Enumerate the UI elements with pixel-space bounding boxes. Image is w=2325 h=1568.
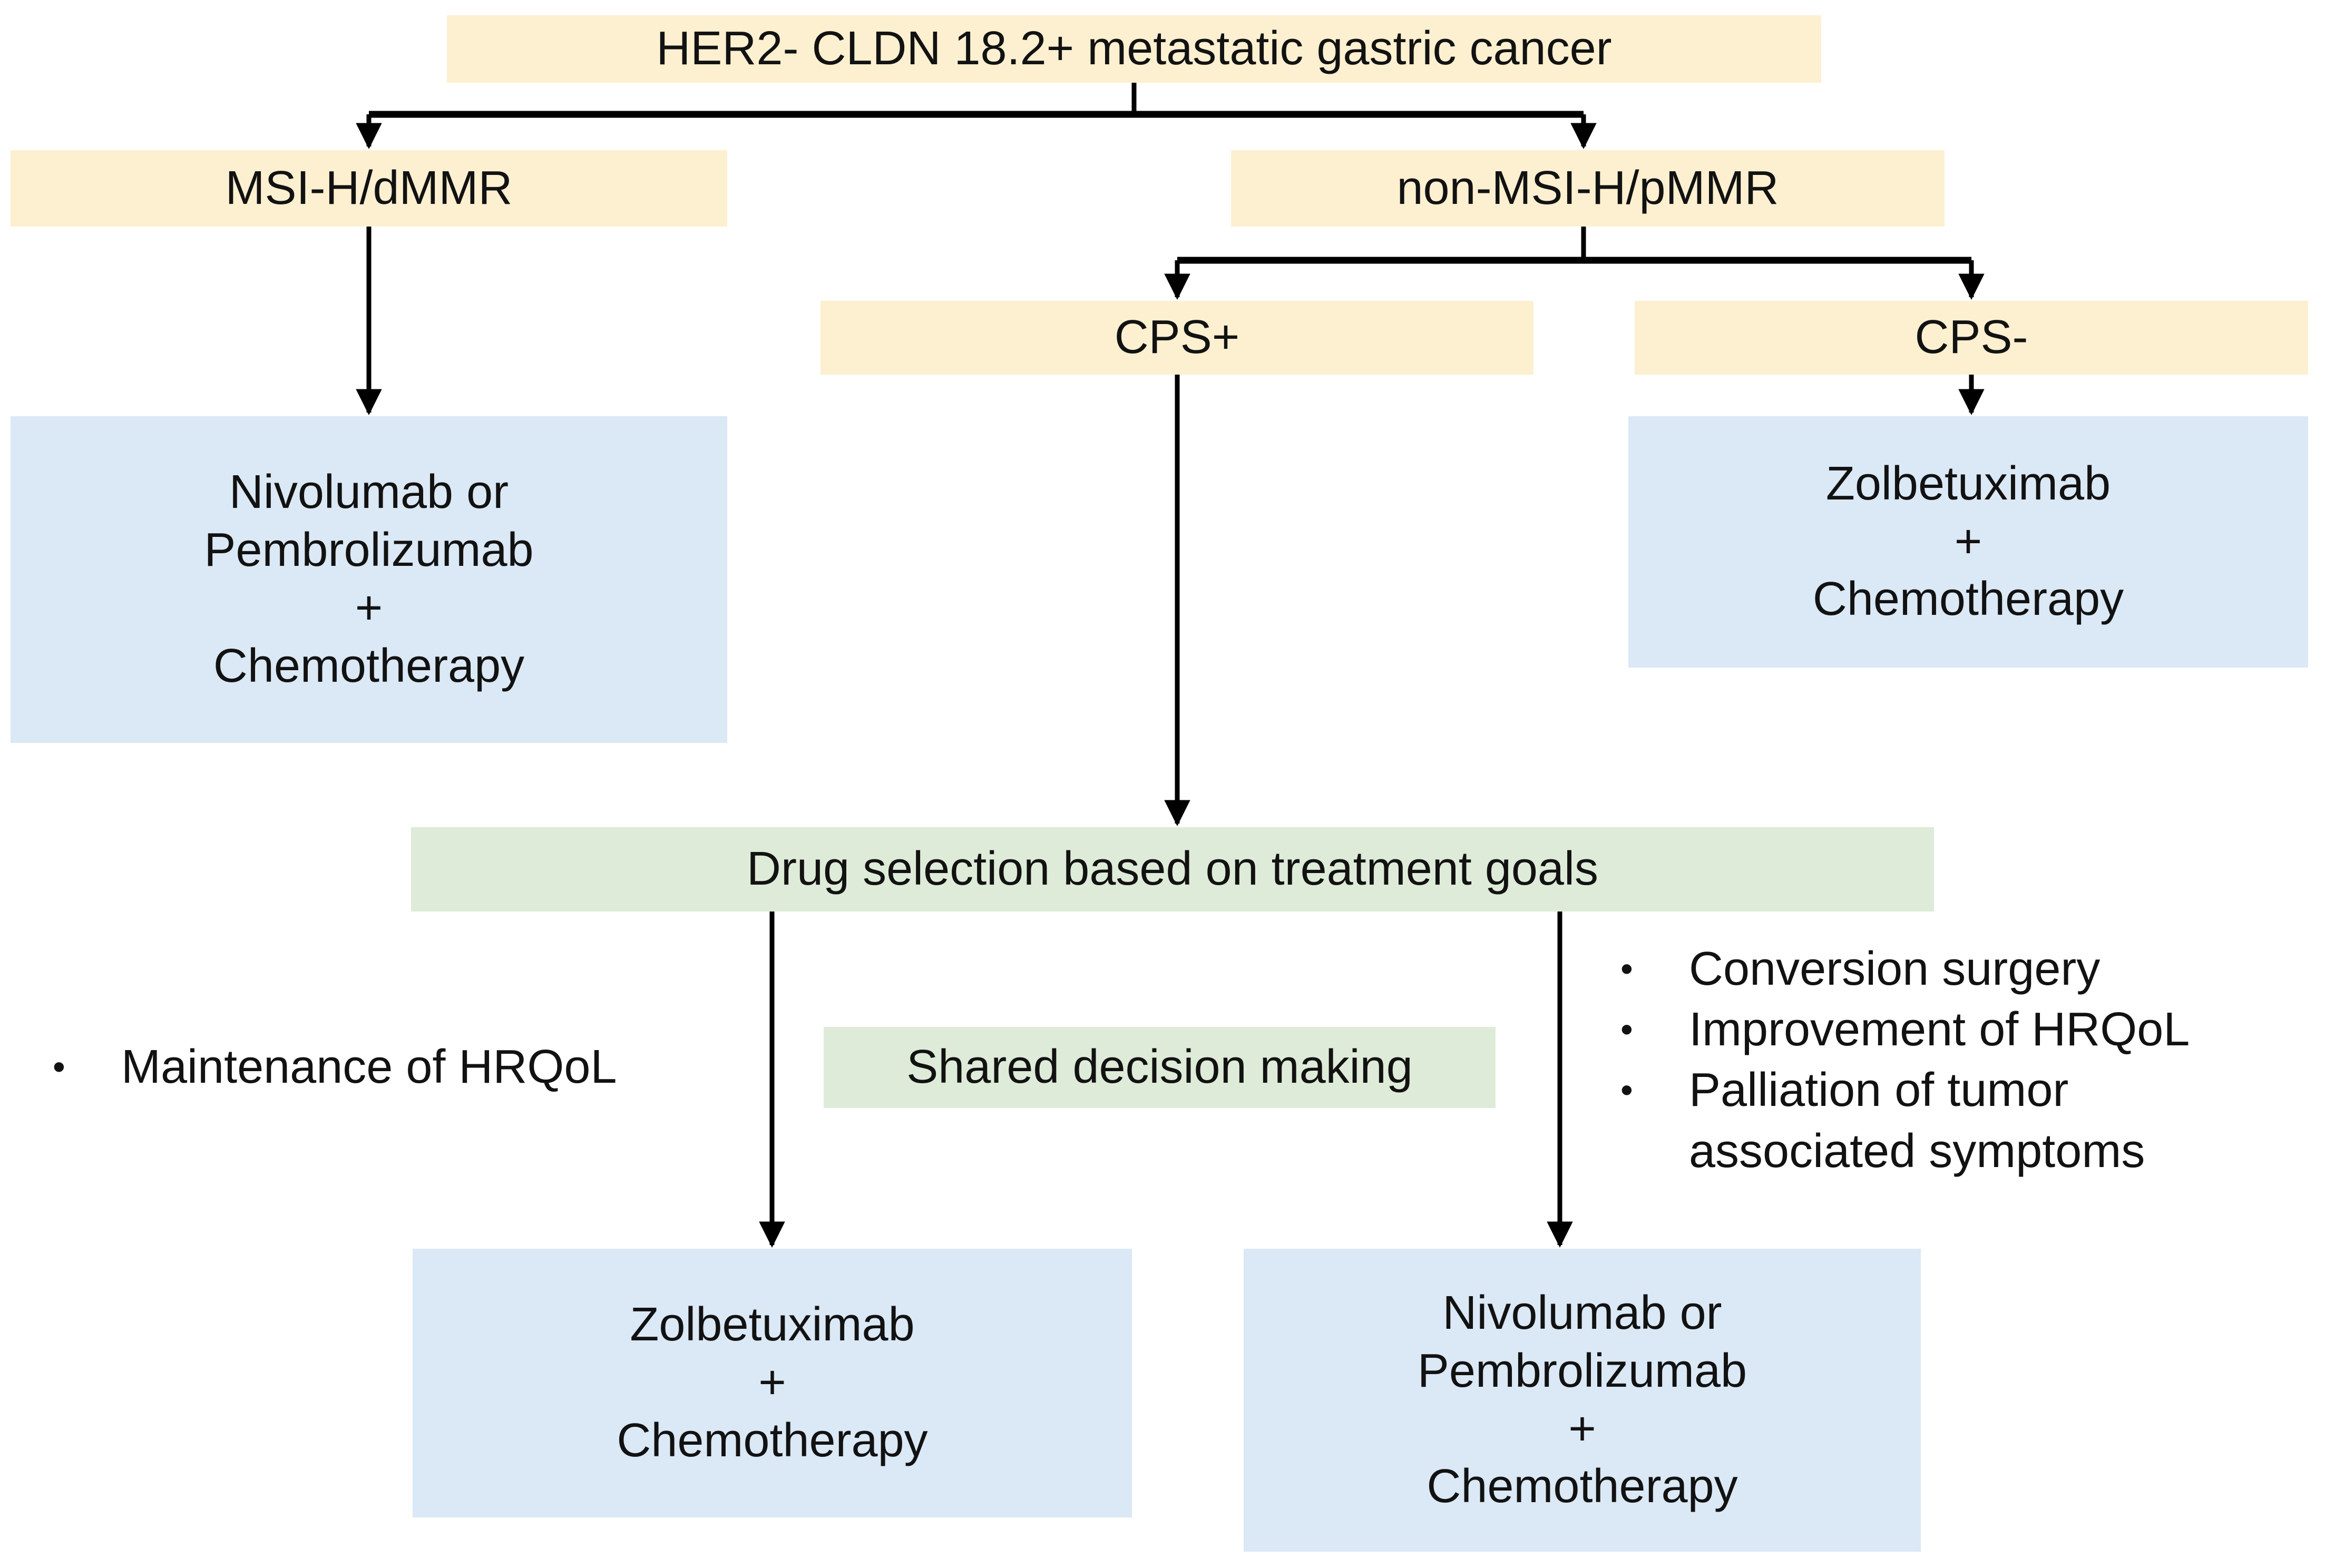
shared-decision-label: Shared decision making: [906, 1041, 1413, 1094]
treatment-line: +: [1568, 1402, 1596, 1455]
treatment-line: Chemotherapy: [1812, 573, 2124, 626]
non-msi-label: non-MSI-H/pMMR: [1396, 161, 1779, 214]
node-goal-left-treatment: Zolbetuximab + Chemotherapy: [413, 1249, 1132, 1517]
treatment-line: Zolbetuximab: [630, 1298, 915, 1351]
goal-text: Maintenance of HRQoL: [121, 1041, 617, 1093]
node-msi-treatment: Nivolumab or Pembrolizumab + Chemotherap…: [11, 416, 727, 743]
goal-text: Conversion surgery: [1689, 943, 2101, 995]
treatment-line: +: [758, 1356, 786, 1409]
cps-positive-label: CPS+: [1114, 311, 1240, 364]
goal-item: • Improvement of HRQoL: [1620, 999, 2279, 1060]
node-goal-right-treatment: Nivolumab or Pembrolizumab + Chemotherap…: [1244, 1249, 1921, 1552]
cps-negative-label: CPS-: [1914, 311, 2028, 364]
node-cps-positive: CPS+: [820, 301, 1533, 375]
treatment-line: Nivolumab or: [229, 466, 509, 519]
treatment-line: Pembrolizumab: [1417, 1344, 1747, 1397]
bullet-icon: •: [53, 1047, 65, 1087]
bullet-icon: •: [1620, 1010, 1633, 1050]
node-msi-h-dmmr: MSI-H/dMMR: [11, 150, 727, 227]
drug-selection-label: Drug selection based on treatment goals: [747, 842, 1598, 896]
treatment-line: Pembrolizumab: [204, 524, 534, 577]
goal-item: • Maintenance of HRQoL: [53, 1037, 790, 1097]
goal-text: Improvement of HRQoL: [1689, 1003, 2190, 1056]
treatment-line: Zolbetuximab: [1825, 457, 2111, 510]
treatment-line: Chemotherapy: [1427, 1460, 1738, 1513]
node-cps-negative-treatment: Zolbetuximab + Chemotherapy: [1628, 416, 2308, 668]
node-cps-negative: CPS-: [1635, 301, 2308, 375]
msi-label: MSI-H/dMMR: [225, 161, 513, 214]
treatment-line: +: [355, 582, 383, 634]
goal-item: • Palliation of tumor associated symptom…: [1620, 1060, 2279, 1181]
bullet-icon: •: [1620, 1070, 1633, 1111]
goal-item: • Conversion surgery: [1620, 939, 2279, 999]
goal-text: Palliation of tumor associated symptoms: [1689, 1064, 2145, 1178]
goal-list-left: • Maintenance of HRQoL: [53, 1037, 790, 1097]
bullet-icon: •: [1620, 949, 1633, 989]
treatment-line: Nivolumab or: [1442, 1286, 1722, 1339]
root-condition-label: HER2- CLDN 18.2+ metastatic gastric canc…: [656, 22, 1612, 75]
node-root-condition: HER2- CLDN 18.2+ metastatic gastric canc…: [447, 15, 1821, 83]
node-non-msi-h-pmmr: non-MSI-H/pMMR: [1231, 150, 1945, 227]
node-shared-decision-making: Shared decision making: [824, 1027, 1496, 1108]
treatment-line: Chemotherapy: [213, 639, 525, 692]
treatment-line: +: [1954, 515, 1982, 568]
treatment-line: Chemotherapy: [617, 1414, 928, 1467]
node-drug-selection: Drug selection based on treatment goals: [411, 827, 1934, 912]
goal-list-right: • Conversion surgery • Improvement of HR…: [1620, 939, 2279, 1182]
